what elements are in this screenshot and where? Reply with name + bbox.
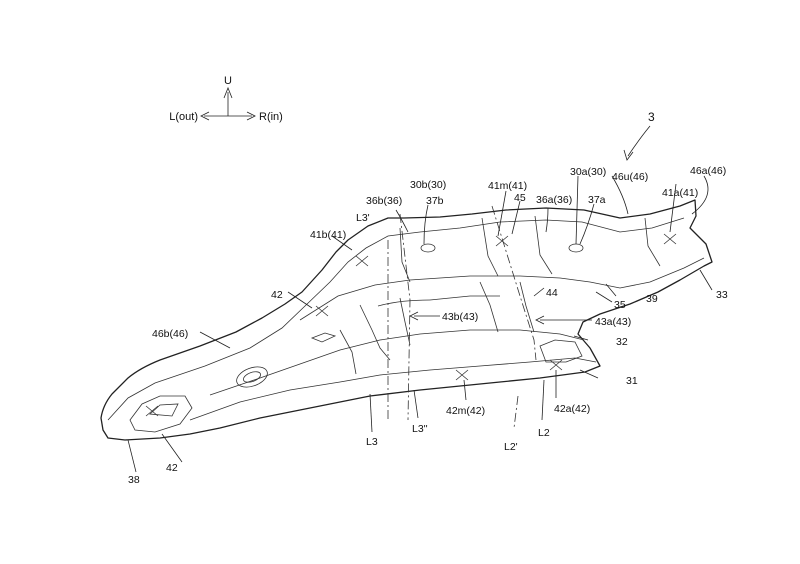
figure-number: 3 — [648, 110, 655, 124]
label-36b: 36b(36) — [366, 195, 402, 207]
label-43a: 43a(43) — [595, 316, 631, 328]
reference-labels: 30b(30) 37b 36b(36) 41m(41) 45 36a(36) 3… — [128, 165, 728, 486]
label-46u: 46u(46) — [612, 171, 648, 183]
label-37b: 37b — [426, 195, 444, 207]
label-42-bottom: 42 — [166, 462, 178, 474]
label-L2-prime: L2' — [504, 441, 518, 453]
centre-lines — [387, 205, 537, 429]
label-37a: 37a — [588, 194, 606, 206]
label-L3-prime: L3' — [356, 212, 370, 224]
label-41b: 41b(41) — [310, 229, 346, 241]
label-L2: L2 — [538, 427, 550, 439]
label-39: 39 — [646, 293, 658, 305]
label-42-top: 42 — [271, 289, 283, 301]
figure-reference: 3 — [623, 110, 655, 161]
label-L3: L3 — [366, 436, 378, 448]
axis-left-label: L(out) — [169, 111, 198, 123]
label-33: 33 — [716, 289, 728, 301]
label-44: 44 — [546, 287, 558, 299]
label-45: 45 — [514, 192, 526, 204]
label-41a: 41a(41) — [662, 187, 698, 199]
label-30a: 30a(30) — [570, 166, 606, 178]
label-46a: 46a(46) — [690, 165, 726, 177]
axis-up-label: U — [224, 75, 232, 87]
part-outline — [100, 199, 713, 441]
label-42m: 42m(42) — [446, 405, 485, 417]
label-L3-double-prime: L3'' — [412, 423, 428, 435]
leader-lines — [127, 175, 713, 473]
label-42a: 42a(42) — [554, 403, 590, 415]
label-46b: 46b(46) — [152, 328, 188, 340]
label-32: 32 — [616, 336, 628, 348]
direction-indicator: U L(out) R(in) — [169, 75, 283, 123]
label-38: 38 — [128, 474, 140, 486]
label-31: 31 — [626, 375, 638, 387]
label-43b: 43b(43) — [442, 311, 478, 323]
axis-right-label: R(in) — [259, 111, 283, 123]
label-30b: 30b(30) — [410, 179, 446, 191]
label-35: 35 — [614, 299, 626, 311]
label-41m: 41m(41) — [488, 180, 527, 192]
label-36a: 36a(36) — [536, 194, 572, 206]
